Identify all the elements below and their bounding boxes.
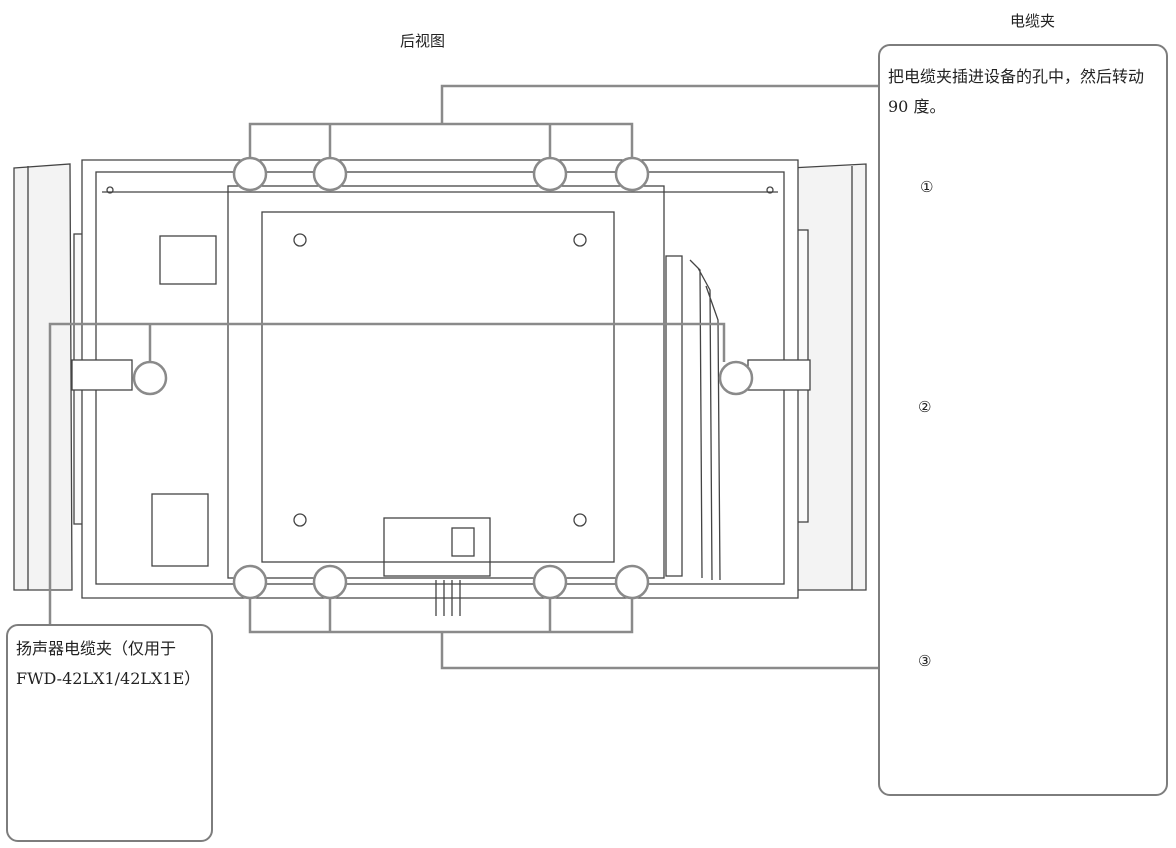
callout-lines bbox=[48, 84, 878, 670]
step-3-marker: ③ bbox=[918, 652, 932, 670]
monitor-back-panel bbox=[81, 159, 799, 599]
cable-clamp-panel bbox=[878, 44, 1168, 796]
step-1-marker: ① bbox=[920, 178, 934, 196]
connector-column bbox=[383, 255, 721, 616]
speaker-clamp-panel bbox=[6, 624, 213, 842]
cable-clamp-instruction: 把电缆夹插进设备的孔中，然后转动 90 度。 bbox=[888, 67, 1145, 116]
left-bracket bbox=[71, 359, 133, 391]
step-2-marker: ② bbox=[918, 398, 932, 416]
right-bracket bbox=[747, 359, 811, 391]
rear-view-title: 后视图 bbox=[400, 32, 446, 50]
clamp-position-markers bbox=[132, 156, 754, 600]
speaker-clamp-label: 扬声器电缆夹（仅用于FWD-42LX1/42LX1E） bbox=[16, 639, 201, 688]
cable-clamp-title: 电缆夹 bbox=[1010, 12, 1056, 30]
